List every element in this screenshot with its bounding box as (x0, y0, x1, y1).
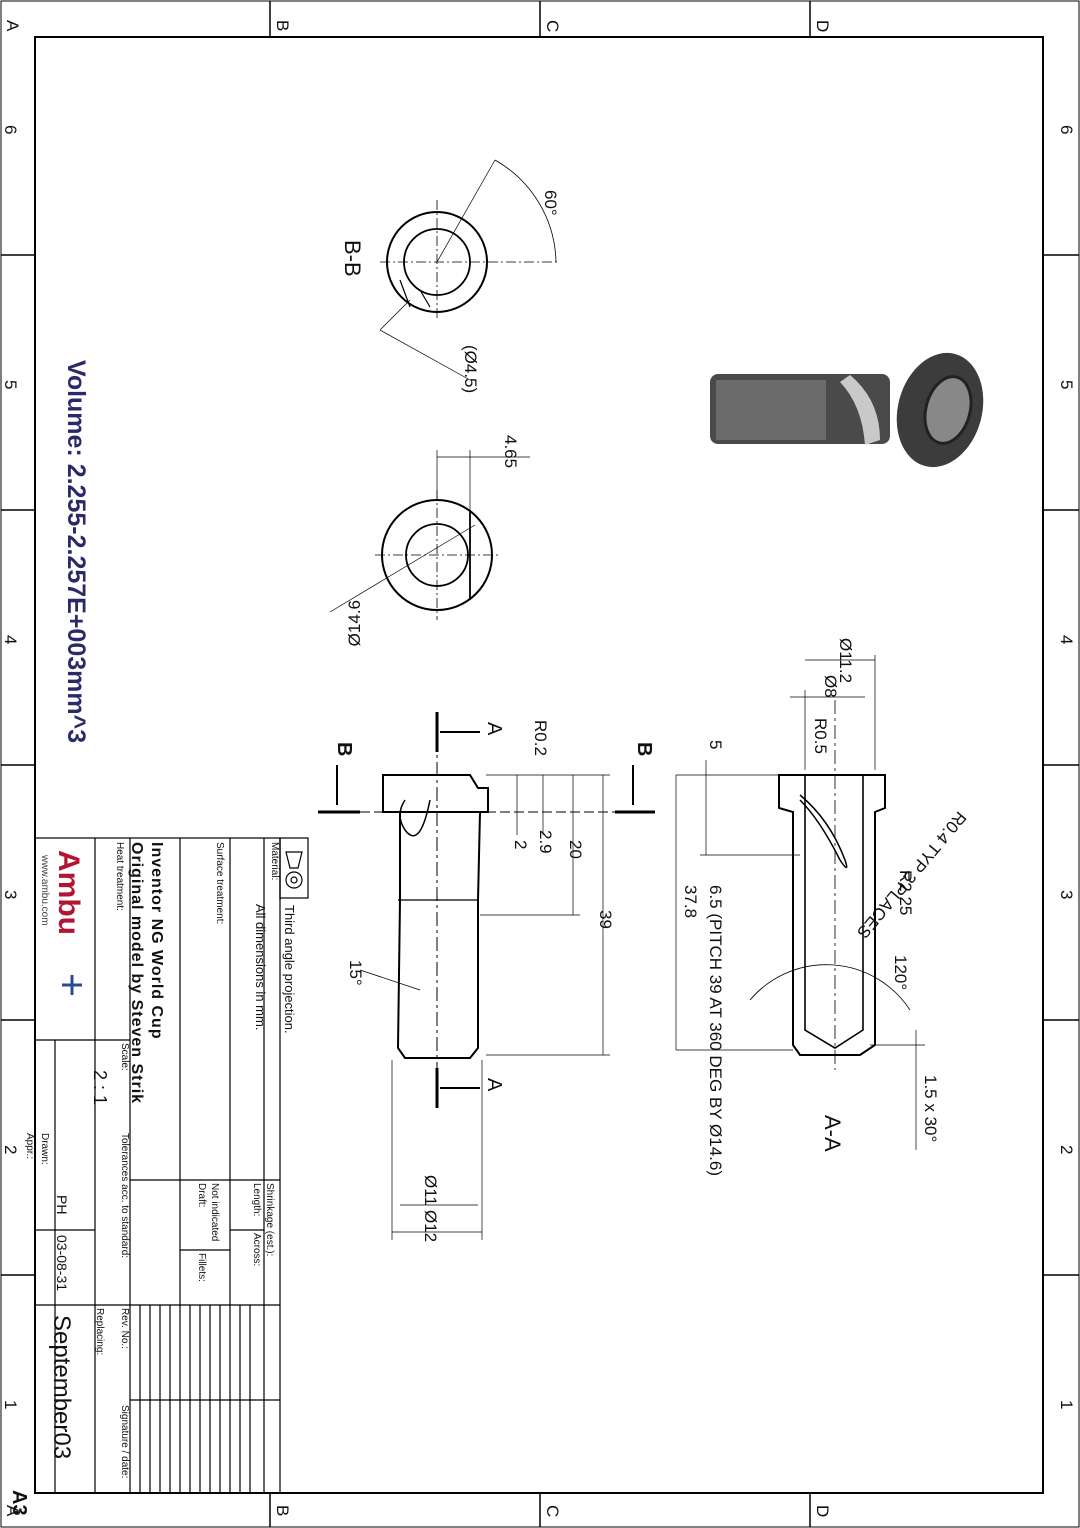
fillets-label: Fillets: (196, 1253, 207, 1282)
drawn-date: 03-08-31 (54, 1235, 70, 1292)
dim-r0-5: R0.5 (811, 718, 830, 754)
heat-treatment-label: Heat treatment: (114, 842, 125, 911)
dim-r2-25: R2.25 (896, 870, 915, 916)
dim-20: 20 (566, 840, 585, 859)
zone-letter-d-left: D (813, 20, 832, 33)
zone-letter-c-left: C (543, 20, 562, 33)
zone-number-2-bottom: 2 (1057, 1145, 1076, 1155)
section-bb-view (379, 159, 560, 381)
end-view (329, 450, 530, 620)
title-block-lines (34, 837, 309, 1494)
tolerances-label: Tolerances acc. to standard: (119, 1133, 130, 1259)
dim-angle-120: 120° (891, 955, 910, 991)
zone-number-6-bottom: 6 (1057, 125, 1076, 135)
ambu-symbol (62, 975, 82, 995)
not-indicated-label: Not indicated (209, 1183, 220, 1242)
zone-letter-b-right: B (273, 1505, 292, 1517)
across-label: Across: (251, 1233, 262, 1267)
section-bb-label: B-B (340, 240, 365, 277)
drawn-label: Drawn: (39, 1133, 50, 1165)
zone-number-4-bottom: 4 (1057, 635, 1076, 645)
zone-number-5-top: 5 (1, 380, 20, 390)
zone-number-3-bottom: 3 (1057, 890, 1076, 900)
zone-number-5-bottom: 5 (1057, 380, 1076, 390)
dim-thread: 6.5 (PITCH 39 AT 360 DEG BY Ø14.6) (706, 885, 725, 1177)
cut-label-b-right: B (633, 742, 655, 757)
drawn-by: PH (54, 1195, 70, 1215)
draft-label: Draft: (196, 1183, 207, 1208)
dim-dia-14-6: Ø14.6 (345, 600, 364, 647)
ambu-logo: Ambu (52, 850, 85, 935)
zone-letter-d-right: D (813, 1505, 832, 1518)
replacing-label: Replacing: (94, 1308, 105, 1356)
cut-label-b-left: B (333, 742, 355, 757)
side-view (318, 712, 655, 1240)
title-line-1: Inventor NG World Cup (148, 842, 165, 1040)
scale-label: Scale: (119, 1043, 130, 1071)
scale-value: 2 : 1 (90, 1070, 110, 1106)
appr-label: Appr.: (24, 1133, 35, 1160)
section-aa-view (675, 655, 925, 1150)
drawing-number: September03 (48, 1315, 75, 1460)
zone-number-3-top: 3 (1, 890, 20, 900)
zone-letter-c-right: C (543, 1505, 562, 1518)
zone-letter-a-left: A (3, 20, 22, 32)
cut-label-a-bottom: A (483, 1078, 505, 1092)
dim-chamfer: 1.5 x 30° (921, 1075, 940, 1143)
material-label: Material: (269, 842, 280, 881)
surface-treatment-label: Surface treatment: (214, 842, 225, 925)
dim-2-9: 2.9 (536, 830, 555, 854)
units-note: All dimensions in mm. (253, 904, 268, 1031)
dim-dia-11: Ø11 (421, 1175, 440, 1206)
dim-dia-8: Ø8 (821, 675, 840, 698)
dim-4-65: 4.65 (501, 435, 520, 469)
rev-label: Rev. No.: (119, 1308, 130, 1349)
projection-note: Third angle projection. (282, 905, 297, 1034)
sheet-size-label: A3 (8, 1490, 30, 1516)
zone-number-6-top: 6 (1, 125, 20, 135)
dim-5: 5 (706, 740, 725, 750)
projection-symbol (285, 851, 303, 889)
length-label: Length: (251, 1183, 262, 1217)
zone-number-2-top: 2 (1, 1145, 20, 1155)
zone-number-4-top: 4 (1, 635, 20, 645)
zone-letter-b-left: B (273, 20, 292, 32)
dim-r0-2: R0.2 (531, 720, 550, 756)
zone-number-1-bottom: 1 (1057, 1400, 1076, 1410)
dim-angle-15: 15° (346, 960, 365, 986)
dim-dia-4-5: (Ø4.5) (461, 345, 480, 394)
cut-label-a-top: A (483, 722, 505, 736)
section-aa-label: A-A (820, 1115, 845, 1152)
dim-39: 39 (596, 910, 615, 929)
dim-37-8: 37.8 (681, 885, 700, 919)
dim-dia-12: Ø12 (421, 1210, 440, 1243)
volume-note: Volume: 2.255-2.257E+003mm^3 (62, 360, 90, 744)
part-3d-render (710, 352, 984, 468)
shrinkage-label: Shrinkage (est.): (264, 1183, 275, 1257)
website: www.ambu.com (39, 855, 50, 926)
dim-2: 2 (511, 840, 530, 850)
dim-angle-60: 60° (541, 190, 560, 216)
signature-label: Signature / date: (119, 1405, 130, 1479)
zone-number-1-top: 1 (1, 1400, 20, 1410)
